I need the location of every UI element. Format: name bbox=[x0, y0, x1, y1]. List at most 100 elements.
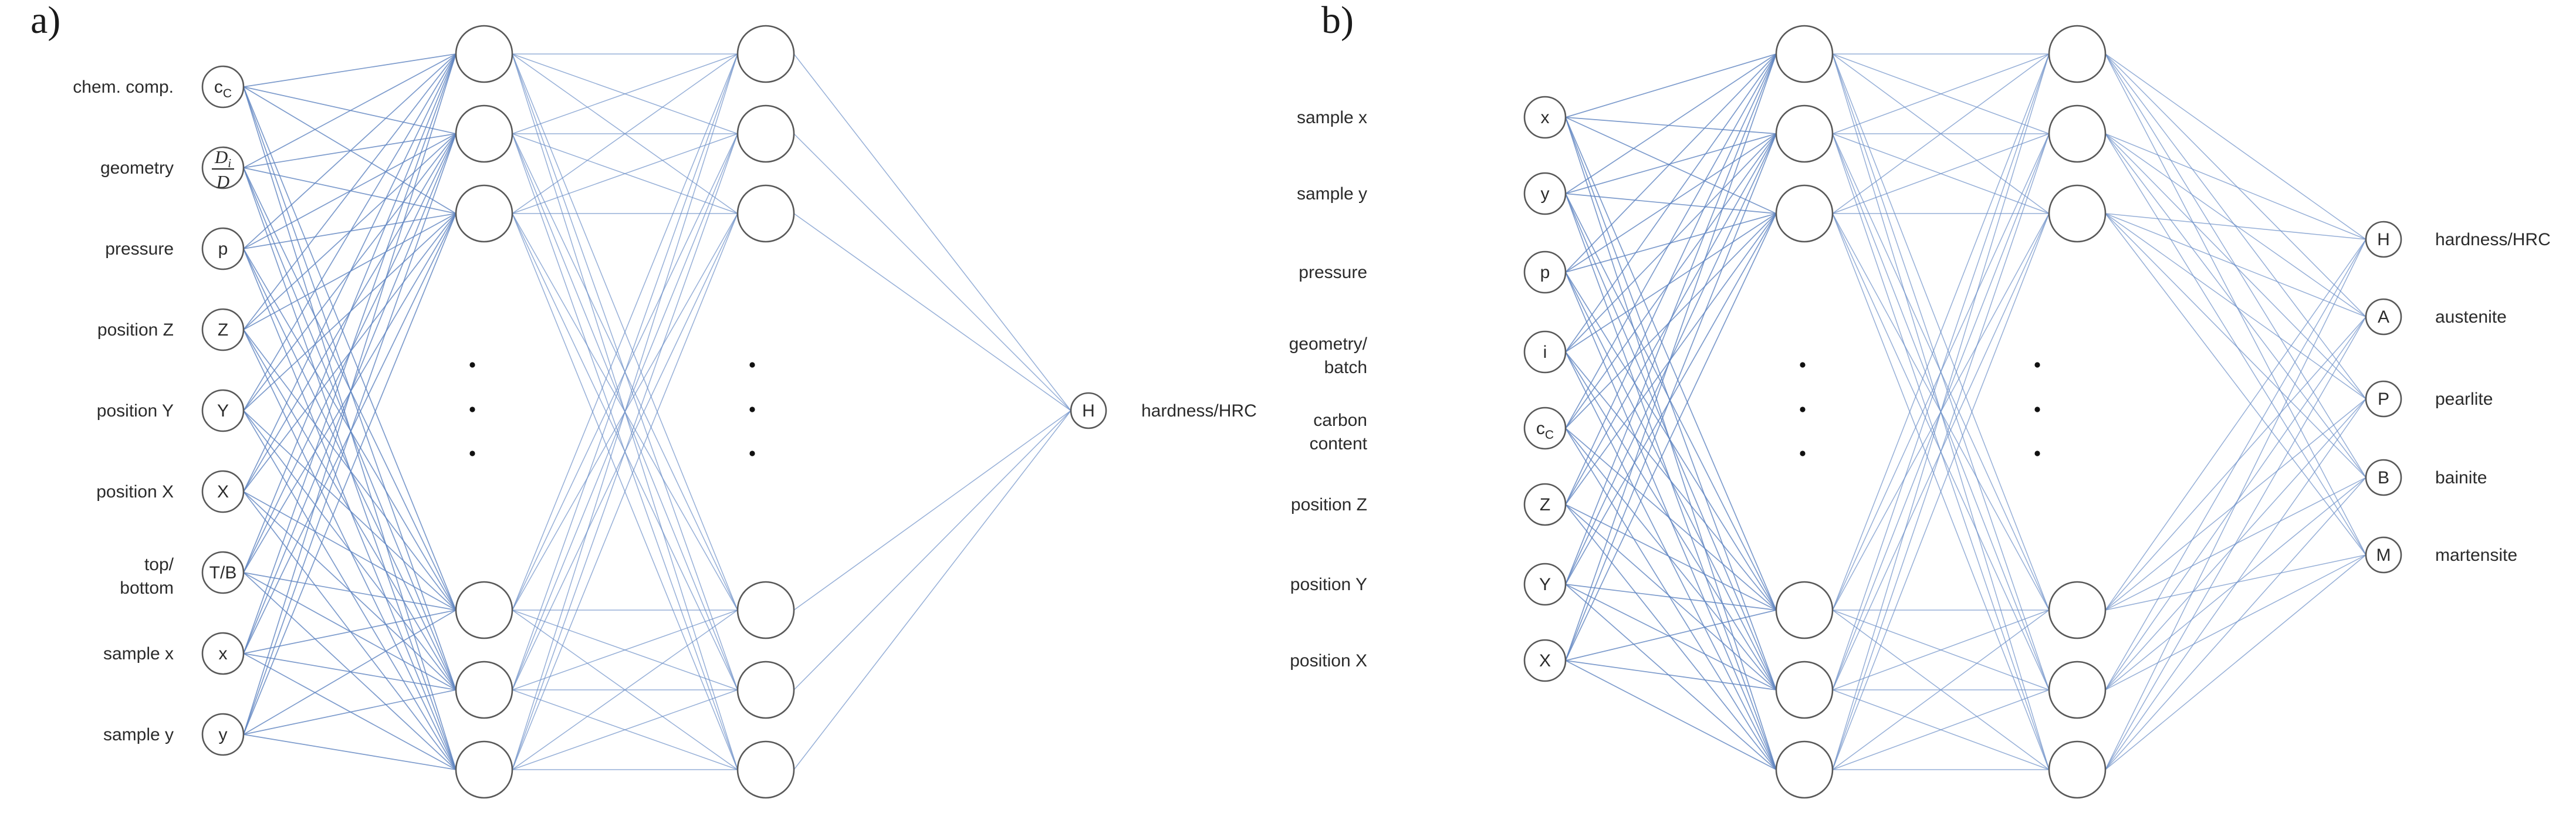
hidden-node-circle bbox=[736, 184, 795, 243]
vertical-ellipsis-dot bbox=[749, 407, 755, 412]
input-node-circle bbox=[1523, 563, 1567, 606]
node-symbol: Y bbox=[217, 401, 229, 421]
connection-edge bbox=[2105, 133, 2367, 478]
input-node[interactable]: Y bbox=[1523, 563, 1567, 606]
connection-edge bbox=[243, 734, 457, 770]
output-node[interactable]: A bbox=[2365, 298, 2402, 336]
connection-edge bbox=[2105, 133, 2367, 399]
connection-edge bbox=[1565, 53, 1777, 118]
vertical-ellipsis-dot bbox=[2034, 407, 2040, 412]
input-node[interactable]: cC bbox=[1523, 407, 1567, 450]
input-node-circle bbox=[1523, 483, 1567, 526]
connection-edge bbox=[1565, 117, 1777, 611]
hidden-node-circle bbox=[736, 25, 795, 83]
connection-edge bbox=[2105, 316, 2367, 690]
hidden-layer-2 bbox=[736, 25, 795, 799]
connection-edge bbox=[2105, 554, 2367, 690]
output-node[interactable]: H bbox=[2365, 221, 2402, 258]
input-node-circle bbox=[201, 65, 245, 109]
connection-edge bbox=[243, 53, 457, 87]
hidden-node-circle bbox=[2048, 661, 2107, 719]
connection-edge bbox=[2105, 316, 2367, 770]
input-node[interactable]: T/B bbox=[201, 551, 245, 594]
input-node[interactable]: p bbox=[1523, 250, 1567, 294]
input-node[interactable]: X bbox=[1523, 639, 1567, 682]
hidden-node-circle bbox=[1775, 740, 1834, 799]
vertical-ellipsis-dot bbox=[1800, 451, 1806, 456]
hidden-node-circle bbox=[455, 184, 513, 243]
input-node[interactable]: DiD bbox=[201, 146, 245, 192]
hidden-node-circle bbox=[736, 740, 795, 799]
input-node-circle bbox=[201, 227, 245, 270]
input-node[interactable]: p bbox=[201, 227, 245, 270]
connection-edge bbox=[793, 410, 1071, 611]
input-node-circle bbox=[201, 389, 245, 432]
input-feature-label: chem. comp. bbox=[73, 77, 174, 97]
connection-edge bbox=[243, 653, 457, 690]
connection-edge bbox=[243, 572, 457, 770]
connection-edge bbox=[512, 133, 738, 770]
connection-edge bbox=[512, 53, 738, 134]
connection-edge bbox=[1565, 609, 1777, 661]
connection-edge bbox=[2105, 316, 2367, 611]
vertical-ellipsis-dot bbox=[469, 362, 475, 368]
connection-edge bbox=[1832, 609, 2050, 770]
input-feature-label: position X bbox=[96, 482, 174, 502]
connection-edge bbox=[2105, 554, 2367, 770]
input-feature-label: sample y bbox=[1297, 184, 1367, 204]
vertical-ellipsis-dot bbox=[749, 451, 755, 456]
input-node[interactable]: y bbox=[201, 713, 245, 756]
connection-edge bbox=[793, 410, 1071, 770]
input-feature-label: sample x bbox=[103, 644, 174, 663]
connection-edge bbox=[1832, 53, 2050, 690]
node-symbol: y bbox=[219, 725, 228, 744]
connection-edge bbox=[512, 53, 738, 214]
connection-edge bbox=[243, 609, 457, 735]
output-node[interactable]: B bbox=[2365, 459, 2402, 496]
node-symbol: x bbox=[219, 644, 228, 663]
connection-edge bbox=[1565, 584, 1777, 770]
output-target-label: bainite bbox=[2435, 468, 2487, 487]
connection-edge bbox=[2105, 133, 2367, 556]
connection-edge bbox=[243, 572, 457, 611]
output-node[interactable]: M bbox=[2365, 536, 2402, 574]
output-node[interactable]: H bbox=[1070, 392, 1107, 429]
input-feature-label: pressure bbox=[1299, 263, 1367, 282]
input-node[interactable]: x bbox=[201, 632, 245, 675]
connection-edge bbox=[243, 53, 457, 168]
connection-edge bbox=[1565, 351, 1777, 690]
input-node-circle bbox=[201, 713, 245, 756]
connection-edge bbox=[243, 329, 457, 611]
connection-edge bbox=[1565, 351, 1777, 611]
node-symbol: x bbox=[1541, 108, 1550, 127]
input-node[interactable]: Z bbox=[1523, 483, 1567, 526]
input-node[interactable]: cC bbox=[201, 65, 245, 109]
input-node[interactable]: X bbox=[201, 470, 245, 513]
connection-edge bbox=[2105, 554, 2367, 611]
hidden-node-circle bbox=[1775, 104, 1834, 163]
input-node[interactable]: Y bbox=[201, 389, 245, 432]
input-node[interactable]: x bbox=[1523, 96, 1567, 139]
hidden-layer-1 bbox=[1775, 25, 1834, 799]
hidden-node-circle bbox=[455, 104, 513, 163]
input-node[interactable]: Z bbox=[201, 308, 245, 351]
connection-edge bbox=[793, 410, 1071, 690]
connection-edge bbox=[2105, 213, 2367, 317]
connection-edge bbox=[512, 213, 738, 770]
edges-layer bbox=[1565, 53, 2367, 770]
node-symbol: Z bbox=[1540, 495, 1550, 514]
output-node[interactable]: P bbox=[2365, 380, 2402, 418]
connection-edge bbox=[1565, 53, 1777, 429]
hidden-node-circle bbox=[455, 661, 513, 719]
input-node[interactable]: y bbox=[1523, 172, 1567, 215]
input-feature-label: position X bbox=[1290, 651, 1367, 671]
input-feature-label: position Z bbox=[1291, 495, 1367, 514]
connection-edge bbox=[1565, 53, 1777, 353]
input-node[interactable]: i bbox=[1523, 330, 1567, 374]
hidden-node-circle bbox=[2048, 25, 2107, 83]
output-node-circle bbox=[2365, 380, 2402, 418]
input-feature-label: position Z bbox=[97, 320, 174, 340]
connection-edge bbox=[793, 213, 1071, 411]
